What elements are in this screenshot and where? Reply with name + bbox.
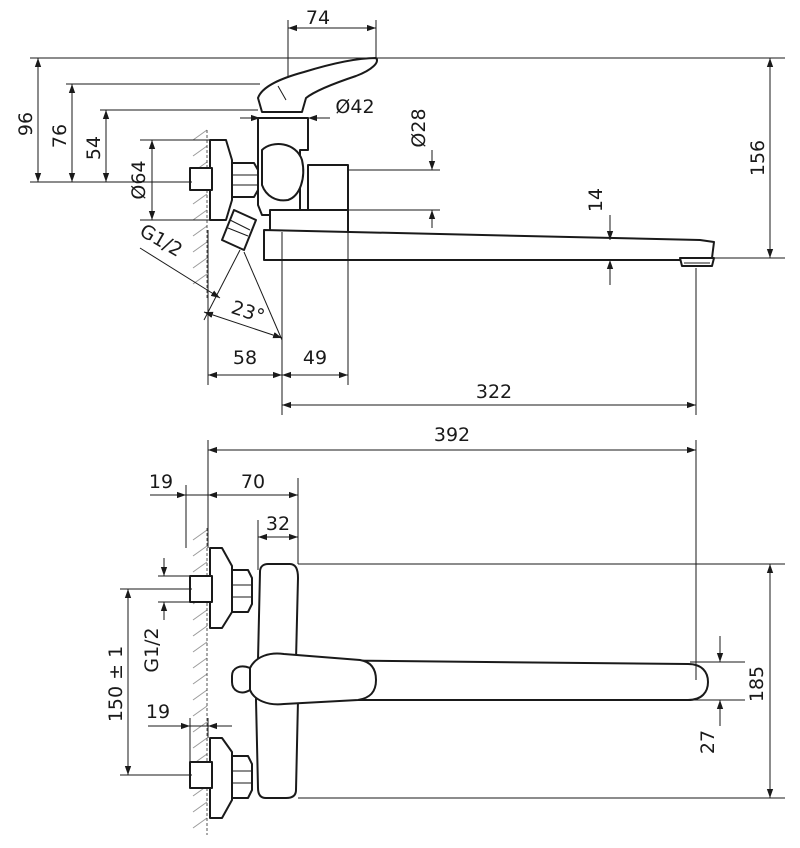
top-extension-lines xyxy=(120,440,785,799)
dim-label-32: 32 xyxy=(266,513,290,535)
top-view: 392 19 70 32 G1/2 150 ± 1 19 185 27 xyxy=(105,424,785,835)
side-labels: 74 96 76 54 Ø64 Ø42 Ø28 156 14 G1/2 23° … xyxy=(15,7,769,403)
dim-label-70: 70 xyxy=(241,471,265,493)
dim-label-76: 76 xyxy=(49,124,71,148)
dim-label-14: 14 xyxy=(585,188,607,212)
dim-label-150: 150 ± 1 xyxy=(105,646,127,722)
wall-hatch-side xyxy=(192,129,208,300)
side-angled-inlet xyxy=(221,209,257,251)
side-spout xyxy=(263,229,715,267)
dim-label-74: 74 xyxy=(306,7,330,29)
top-inlet-upper xyxy=(189,547,253,629)
dim-label-96: 96 xyxy=(15,112,37,136)
top-labels: 392 19 70 32 G1/2 150 ± 1 19 185 27 xyxy=(105,424,768,754)
dim-label-322: 322 xyxy=(476,381,512,403)
side-dimension-lines xyxy=(34,24,774,409)
dim-label-g12-side: G1/2 xyxy=(136,220,186,262)
dim-label-156: 156 xyxy=(747,140,769,176)
dim-label-54: 54 xyxy=(83,136,105,160)
dim-label-185: 185 xyxy=(746,666,768,702)
dim-label-58: 58 xyxy=(233,347,257,369)
dim-label-g12-top: G1/2 xyxy=(141,627,163,672)
dim-label-d64: Ø64 xyxy=(128,160,150,199)
side-extension-lines xyxy=(30,20,785,415)
side-inlet-fitting xyxy=(189,139,259,221)
dim-label-d28: Ø28 xyxy=(408,108,430,147)
dim-label-23deg: 23° xyxy=(228,297,267,328)
dim-label-49: 49 xyxy=(303,347,327,369)
dim-label-19-bottom: 19 xyxy=(146,701,170,723)
top-inlet-lower xyxy=(189,737,253,819)
top-dimension-lines xyxy=(124,446,774,798)
dim-label-27: 27 xyxy=(697,730,719,754)
side-mixer-body xyxy=(257,117,349,233)
dim-label-392: 392 xyxy=(434,424,470,446)
dim-label-d42: Ø42 xyxy=(335,96,374,118)
dim-label-19-top: 19 xyxy=(149,471,173,493)
side-view: 74 96 76 54 Ø64 Ø42 Ø28 156 14 G1/2 23° … xyxy=(15,7,785,415)
top-handle xyxy=(231,652,377,706)
